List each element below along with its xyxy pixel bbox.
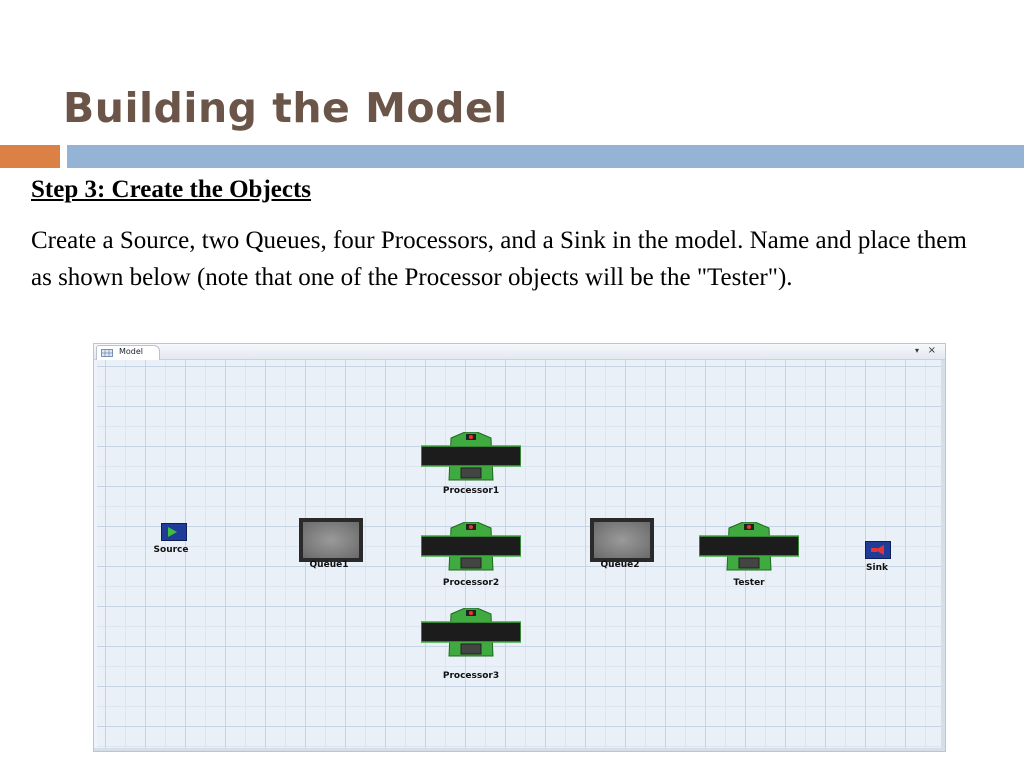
model-window: Model ▾ × Source Queue1: [93, 343, 946, 752]
tester-label: Tester: [733, 578, 765, 588]
queue-icon: [590, 518, 654, 562]
tab-model[interactable]: Model: [96, 345, 160, 360]
instruction-text: Create a Source, two Queues, four Proces…: [31, 227, 967, 291]
accent-bar-orange: [0, 145, 60, 168]
close-button[interactable]: ×: [927, 345, 936, 356]
step-heading: Step 3: Create the Objects: [31, 176, 312, 203]
canvas-bottom-edge: [94, 748, 945, 751]
slide-title: Building the Model: [63, 84, 508, 132]
queue-icon: [299, 518, 363, 562]
queue1-label: Queue1: [309, 560, 349, 570]
sink-label: Sink: [866, 563, 888, 573]
queue2-label: Queue2: [600, 560, 640, 570]
processor1-label: Processor1: [442, 486, 500, 496]
canvas-scroll-edge: [941, 360, 945, 751]
processor-icon: [699, 522, 799, 571]
processor3-label: Processor3: [442, 671, 500, 681]
processor-icon: [421, 608, 521, 657]
tab-bar: Model ▾ ×: [94, 344, 945, 360]
source-icon: [161, 523, 187, 541]
processor-icon: [421, 432, 521, 481]
processor2-label: Processor2: [442, 578, 500, 588]
sink-icon: [865, 541, 891, 559]
tab-model-label: Model: [119, 347, 144, 356]
accent-bar-blue: [67, 145, 1024, 168]
model-grid-icon: [101, 349, 113, 357]
model-canvas[interactable]: Source Queue1 Processor1: [97, 360, 942, 750]
dropdown-button[interactable]: ▾: [914, 346, 919, 355]
processor-icon: [421, 522, 521, 571]
source-label: Source: [153, 545, 189, 555]
